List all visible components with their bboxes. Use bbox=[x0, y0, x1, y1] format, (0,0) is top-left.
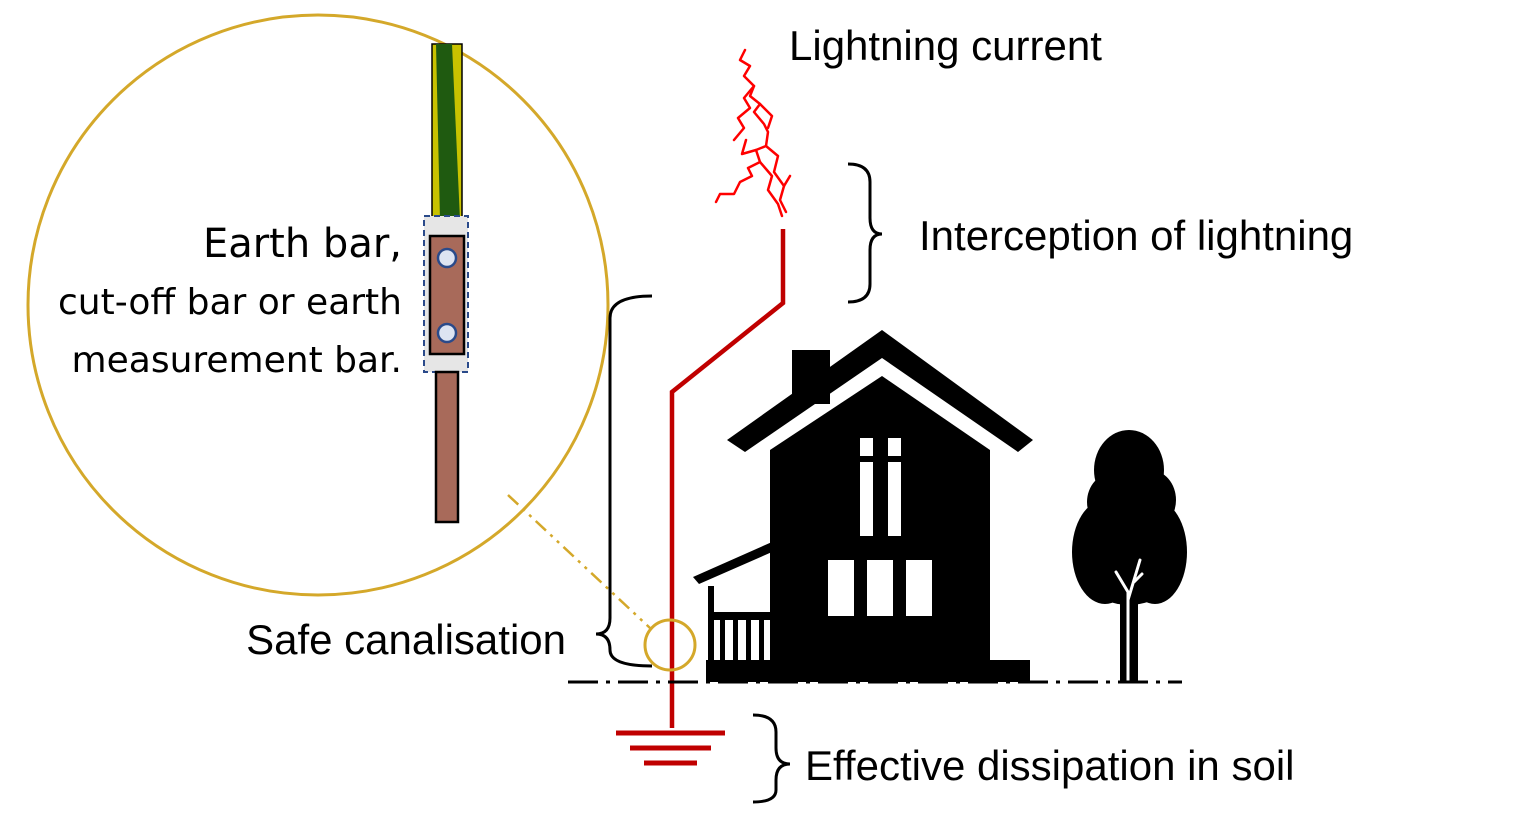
brace-canalisation bbox=[595, 294, 653, 668]
earth-rod bbox=[434, 370, 460, 524]
lightning-bolt-icon bbox=[714, 48, 792, 218]
callout-ring bbox=[26, 13, 610, 597]
label-dissipation: Effective dissipation in soil bbox=[805, 742, 1294, 789]
house-windows bbox=[828, 438, 932, 616]
earth-bar-assembly bbox=[423, 215, 469, 524]
bolt-icon bbox=[436, 322, 458, 344]
label-interception: Interception of lightning bbox=[919, 212, 1353, 259]
bolt-icon bbox=[436, 247, 458, 269]
label-safe-canalisation: Safe canalisation bbox=[246, 616, 566, 663]
tree-icon bbox=[1072, 430, 1187, 682]
callout-leader-line bbox=[507, 494, 651, 629]
callout-magnifier: Earth bar, cut-off bar or earth measurem… bbox=[26, 13, 651, 629]
house-icon bbox=[693, 330, 1033, 682]
brace-interception bbox=[847, 162, 883, 304]
down-conductor bbox=[669, 229, 786, 728]
brace-dissipation bbox=[752, 713, 791, 804]
callout-title: Earth bar, bbox=[203, 221, 402, 267]
callout-subtitle-1: cut-off bar or earth bbox=[58, 282, 402, 323]
zoom-indicator-circle bbox=[643, 618, 697, 672]
earth-ground-symbol-icon bbox=[616, 730, 725, 766]
label-lightning-current: Lightning current bbox=[789, 22, 1102, 69]
earth-cable bbox=[431, 43, 463, 221]
callout-subtitle-2: measurement bar. bbox=[72, 340, 402, 381]
